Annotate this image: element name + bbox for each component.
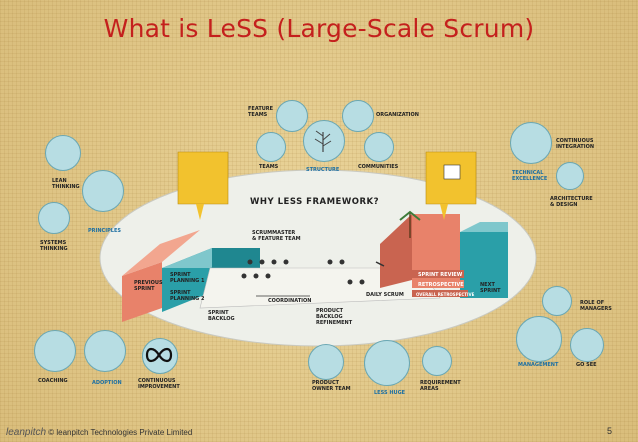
label-organization: ORGANIZATION (376, 112, 419, 118)
architecture-circle (556, 162, 584, 190)
stage-next-sprint: NEXT SPRINT (480, 282, 501, 294)
label-lean-thinking: LEAN THINKING (52, 178, 80, 190)
slide-title: What is LeSS (Large-Scale Scrum) (103, 14, 535, 43)
sprint-review-slab (412, 214, 460, 280)
principles-circle (82, 170, 124, 212)
footer: leanpitch © leanpitch Technologies Priva… (6, 427, 192, 438)
requirement-areas-circle (422, 346, 452, 376)
label-continuous-integration: CONTINUOUS INTEGRATION (556, 138, 595, 150)
footer-brand: leanpitch (6, 427, 47, 438)
label-go-see: GO SEE (576, 362, 597, 368)
stage-coordination: COORDINATION (268, 298, 312, 304)
label-systems-thinking: SYSTEMS THINKING (40, 240, 68, 252)
feature-teams-circle (276, 100, 308, 132)
stage-previous-sprint: PREVIOUS SPRINT (134, 280, 163, 292)
lean-thinking-circle (45, 135, 81, 171)
technical-excellence-circle (510, 122, 552, 164)
label-less-huge: LESS HUGE (374, 390, 406, 396)
label-teams: TEAMS (259, 164, 279, 170)
management-circle (516, 316, 562, 362)
stage-daily-scrum: DAILY SCRUM (366, 292, 404, 298)
stage-backlog-refinement: PRODUCT BACKLOG REFINEMENT (316, 308, 353, 326)
less-huge-circle (364, 340, 410, 386)
label-architecture-design: ARCHITECTURE & DESIGN (550, 196, 593, 208)
stage-sprint-review: SPRINT REVIEW (418, 272, 463, 278)
stage-sprint-planning-2: SPRINT PLANNING 2 (170, 290, 205, 302)
label-structure: STRUCTURE (306, 167, 340, 173)
label-technical-excellence: TECHNICAL EXCELLENCE (512, 170, 548, 182)
center-heading: WHY LeSS FRAMEWORK? (250, 197, 380, 207)
infinity-icon (145, 347, 173, 363)
label-feature-teams: FEATURE TEAMS (248, 106, 274, 118)
stage-sprint-planning-1: SPRINT PLANNING 1 (170, 272, 205, 284)
teams-circle (256, 132, 286, 162)
adoption-circle (84, 330, 126, 372)
stage-retrospective: RETROSPECTIVE (418, 282, 464, 288)
page-number: 5 (606, 426, 612, 436)
label-adoption: ADOPTION (92, 380, 122, 386)
systems-thinking-circle (38, 202, 70, 234)
organization-circle (342, 100, 374, 132)
left-sticky-note (177, 151, 229, 205)
next-sprint-slab (460, 232, 508, 298)
label-management: MANAGEMENT (518, 362, 559, 368)
product-owner-team-circle (308, 344, 344, 380)
label-principles: PRINCIPLES (88, 228, 121, 234)
label-continuous-improvement: CONTINUOUS IMPROVEMENT (138, 378, 180, 390)
tree-icon (314, 130, 332, 152)
previous-sprint-slab (122, 262, 162, 322)
coaching-circle (34, 330, 76, 372)
label-communities: COMMUNITIES (358, 164, 399, 170)
stage-overall-retrospective: OVERALL RETROSPECTIVE (416, 292, 475, 297)
label-product-owner-team: PRODUCT OWNER TEAM (312, 380, 351, 392)
stage-scrummaster: SCRUMMASTER & FEATURE TEAM (252, 230, 301, 242)
label-role-of-managers: ROLE OF MANAGERS (580, 300, 612, 312)
role-of-managers-circle (542, 286, 572, 316)
go-see-circle (570, 328, 604, 362)
stage-sprint-backlog: SPRINT BACKLOG (208, 310, 235, 322)
communities-circle (364, 132, 394, 162)
label-requirement-areas: REQUIREMENT AREAS (420, 380, 461, 392)
label-coaching: COACHING (38, 378, 68, 384)
footer-copyright: © leanpitch Technologies Private Limited (48, 428, 193, 437)
structure-circle (303, 120, 345, 162)
